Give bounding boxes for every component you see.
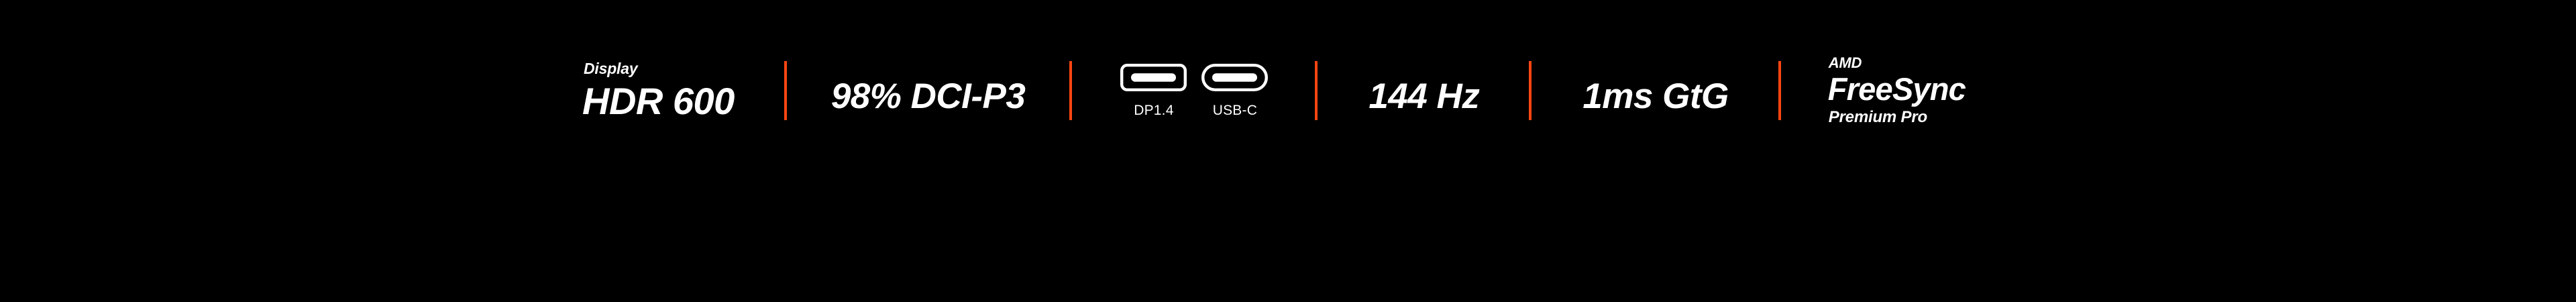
spec-item-refresh-rate: 144 Hz (1318, 47, 1529, 134)
usb-c-icon (1201, 64, 1269, 95)
color-gamut-value: 98% DCI-P3 (830, 76, 1026, 116)
freesync-name: FreeSync (1827, 70, 1966, 107)
spec-divider (1778, 61, 1781, 120)
spec-divider (1069, 61, 1073, 120)
displayport-label: DP1.4 (1134, 103, 1174, 118)
spec-item-hdr: Display HDR 600 (582, 47, 784, 134)
spec-item-color-gamut: 98% DCI-P3 (787, 47, 1070, 134)
spec-divider (784, 61, 787, 120)
hdr-value: HDR 600 (582, 80, 735, 122)
hdr-eyebrow-label: Display (584, 60, 638, 77)
usb-c-label: USB-C (1212, 103, 1258, 118)
spec-item-adaptive-sync: AMD FreeSync Premium Pro (1781, 47, 1966, 134)
spec-divider (1315, 61, 1318, 120)
spec-divider (1529, 61, 1532, 120)
displayport-icon (1120, 64, 1187, 95)
spec-item-ports: DP1.4 USB-C (1072, 47, 1315, 134)
response-time-value: 1ms GtG (1582, 76, 1729, 116)
spec-item-response-time: 1ms GtG (1532, 47, 1778, 134)
port-displayport: DP1.4 (1120, 64, 1187, 117)
freesync-tier-label: Premium Pro (1828, 108, 1927, 127)
port-usb-c: USB-C (1201, 64, 1269, 118)
freesync-brand-label: AMD (1828, 54, 1862, 71)
refresh-rate-value: 144 Hz (1368, 76, 1480, 116)
spec-strip: Display HDR 600 98% DCI-P3 DP1.4 (582, 47, 1966, 134)
